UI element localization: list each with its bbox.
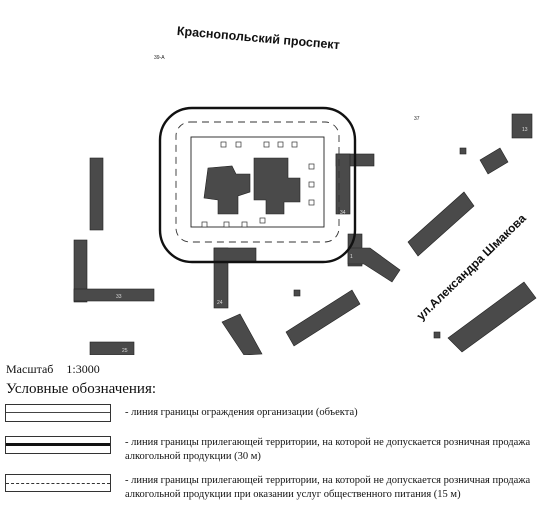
legend-text: - линия границы прилегающей территории, … <box>125 475 531 500</box>
building <box>459 147 467 155</box>
markers <box>201 141 315 228</box>
building-number: 33 <box>116 294 122 300</box>
fence-line-symbol <box>5 404 111 422</box>
legend-text: - линия границы прилегающей территории, … <box>125 437 531 462</box>
building <box>221 313 263 355</box>
building-number: 25 <box>122 348 128 354</box>
main-building <box>203 157 301 215</box>
boundary-30m <box>158 106 357 264</box>
building <box>89 157 104 231</box>
thick-line-symbol <box>5 436 111 454</box>
building <box>73 239 88 303</box>
dashed-line-symbol <box>5 474 111 492</box>
building-number: 13 <box>522 127 528 133</box>
buildings <box>73 113 537 355</box>
building <box>73 288 155 302</box>
building <box>407 191 475 257</box>
building <box>479 147 509 175</box>
scale-label: Масштаб <box>6 362 54 376</box>
legend-text: - линия границы ограждения организации (… <box>125 407 358 418</box>
building-number: 37 <box>414 116 420 122</box>
building <box>285 289 361 347</box>
site-map: Краснопольский проспект ул.Александра Шм… <box>73 24 537 355</box>
map-scale: Масштаб 1:3000 <box>6 362 100 377</box>
building <box>293 289 301 297</box>
building <box>335 153 351 215</box>
building-number: 39-А <box>154 55 165 61</box>
building <box>89 341 135 355</box>
building-number: 24 <box>217 300 223 306</box>
legend-title: Условные обозначения: <box>6 381 157 397</box>
scale-value: 1:3000 <box>66 362 100 376</box>
building <box>213 247 257 263</box>
building-number: 1 <box>350 254 353 260</box>
building <box>447 281 537 353</box>
street-label-krasnopolsky: Краснопольский проспект <box>176 24 340 52</box>
building <box>433 331 441 339</box>
boundary-15m <box>175 121 340 243</box>
building-number: 34 <box>340 210 346 216</box>
building <box>511 113 533 139</box>
fence-boundary <box>190 136 325 228</box>
building <box>347 247 401 283</box>
